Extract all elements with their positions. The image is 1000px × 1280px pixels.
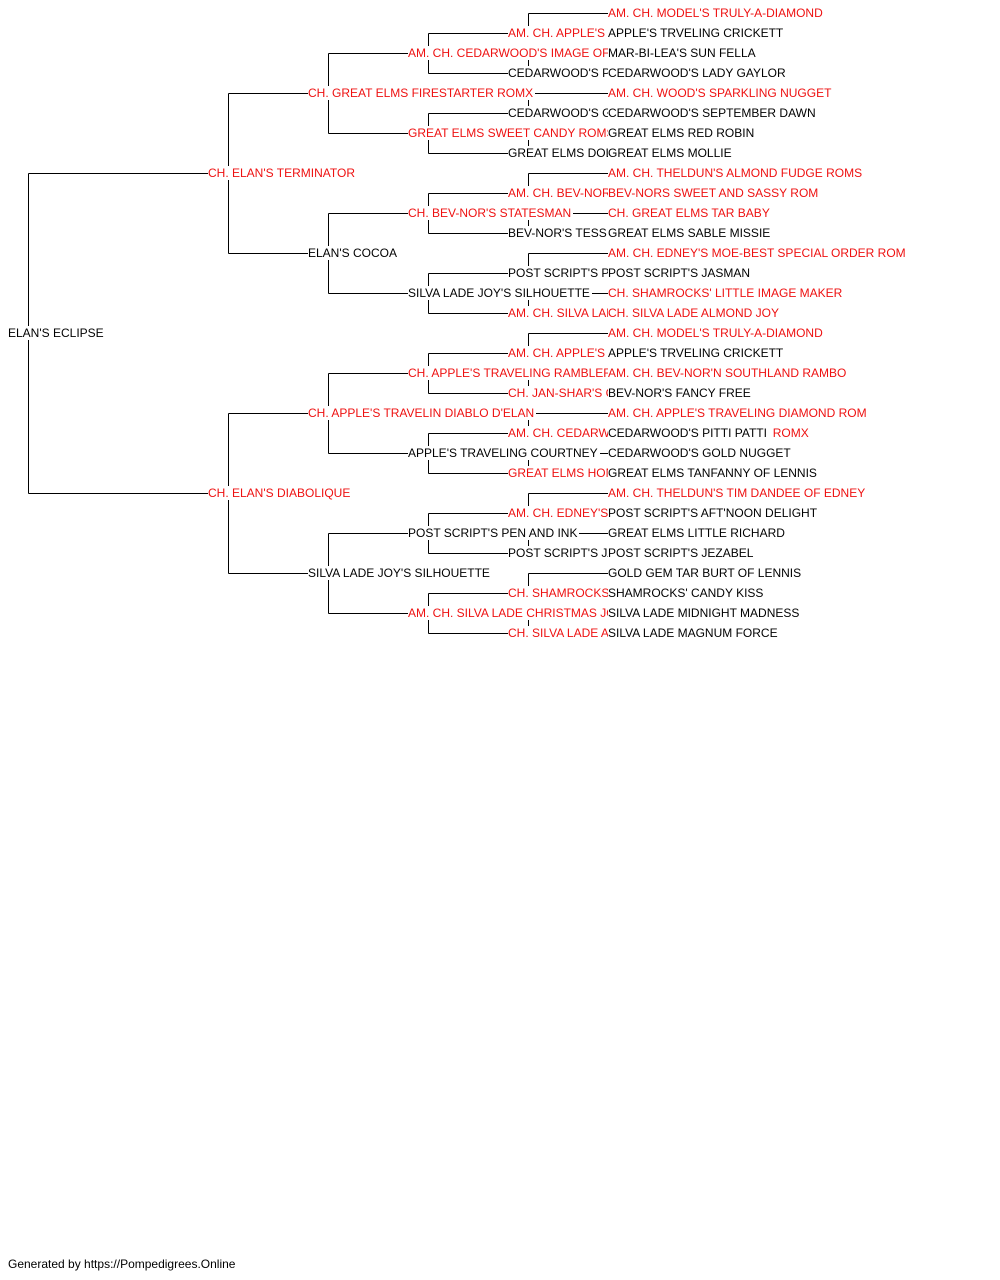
ancestor-name-gen2[interactable]: CH. GREAT ELMS FIRESTARTER ROMX bbox=[308, 86, 536, 100]
ancestor-name-gen5[interactable]: AM. CH. THELDUN'S ALMOND FUDGE ROMS bbox=[608, 166, 865, 180]
ancestor-name-gen5[interactable]: CEDARWOOD'S GOLD NUGGET bbox=[608, 446, 793, 460]
ancestor-name-gen3[interactable]: CH. BEV-NOR'S STATESMAN bbox=[408, 206, 574, 220]
ancestor-name-gen5[interactable]: APPLE'S TRVELING CRICKETT bbox=[608, 26, 786, 40]
ancestor-name-gen5[interactable]: AM. CH. EDNEY'S MOE-BEST SPECIAL ORDER R… bbox=[608, 246, 908, 260]
ancestor-name-gen5[interactable]: BEV-NORS SWEET AND SASSY ROM bbox=[608, 186, 821, 200]
ancestor-name-gen2[interactable]: CH. APPLE'S TRAVELIN DIABLO D'ELAN bbox=[308, 406, 537, 420]
ancestor-name-gen3[interactable]: GREAT ELMS SWEET CANDY ROMS bbox=[408, 126, 617, 140]
ancestor-name-gen3[interactable]: AM. CH. SILVA LADE CHRISTMAS JOY bbox=[408, 606, 626, 620]
ancestor-name-gen5[interactable]: APPLE'S TRVELING CRICKETT bbox=[608, 346, 786, 360]
ancestor-name-gen5[interactable]: POST SCRIPT'S JEZABEL bbox=[608, 546, 756, 560]
ancestor-name-gen5[interactable]: POST SCRIPT'S JASMAN bbox=[608, 266, 753, 280]
ancestor-name-gen1[interactable]: CH. ELAN'S DIABOLIQUE bbox=[208, 486, 353, 500]
ancestor-name-gen5[interactable]: CEDARWOOD'S PITTI PATTI bbox=[608, 426, 769, 440]
ancestor-name-gen5[interactable]: AM. CH. WOOD'S SPARKLING NUGGET bbox=[608, 86, 834, 100]
ancestor-name-gen5[interactable]: SHAMROCKS' CANDY KISS bbox=[608, 586, 766, 600]
ancestor-name-gen2[interactable]: ELAN'S COCOA bbox=[308, 246, 399, 260]
ancestor-name-gen5[interactable]: CEDARWOOD'S LADY GAYLOR bbox=[608, 66, 788, 80]
ancestor-name-gen5[interactable]: CH. GREAT ELMS TAR BABY bbox=[608, 206, 772, 220]
ancestor-name-gen3[interactable]: POST SCRIPT'S PEN AND INK bbox=[408, 526, 580, 540]
ancestor-name-gen5[interactable]: GREAT ELMS TANFANNY OF LENNIS bbox=[608, 466, 819, 480]
ancestor-name-gen5[interactable]: AM. CH. MODEL'S TRULY-A-DIAMOND bbox=[608, 326, 825, 340]
ancestor-name-gen5[interactable]: CH. SILVA LADE ALMOND JOY bbox=[608, 306, 781, 320]
ancestor-name-gen4[interactable]: GREAT ELMS DOLLY bbox=[508, 146, 629, 160]
ancestor-name-gen5[interactable]: AM. CH. MODEL'S TRULY-A-DIAMOND bbox=[608, 6, 825, 20]
ancestor-name-gen5[interactable]: AM. CH. APPLE'S TRAVELING DIAMOND ROM bbox=[608, 406, 869, 420]
ancestor-name-gen5[interactable]: GREAT ELMS RED ROBIN bbox=[608, 126, 757, 140]
ancestor-name-gen5[interactable]: SILVA LADE MAGNUM FORCE bbox=[608, 626, 780, 640]
ancestor-name-gen5[interactable]: POST SCRIPT'S AFT'NOON DELIGHT bbox=[608, 506, 820, 520]
ancestor-name-gen5[interactable]: SILVA LADE MIDNIGHT MADNESS bbox=[608, 606, 802, 620]
ancestor-name-gen5[interactable]: BEV-NOR'S FANCY FREE bbox=[608, 386, 753, 400]
ancestor-name-gen5[interactable]: CEDARWOOD'S SEPTEMBER DAWN bbox=[608, 106, 818, 120]
ancestor-name-gen5[interactable]: GREAT ELMS MOLLIE bbox=[608, 146, 734, 160]
ancestor-name-gen5[interactable]: MAR-BI-LEA'S SUN FELLA bbox=[608, 46, 758, 60]
ancestor-name-gen5[interactable]: CH. SHAMROCKS' LITTLE IMAGE MAKER bbox=[608, 286, 845, 300]
ancestor-name-gen2[interactable]: SILVA LADE JOY'S SILHOUETTE bbox=[308, 566, 492, 580]
ancestor-name-gen1[interactable]: CH. ELAN'S TERMINATOR bbox=[208, 166, 357, 180]
ancestor-name-gen5[interactable]: GREAT ELMS LITTLE RICHARD bbox=[608, 526, 787, 540]
ancestor-name-gen5[interactable]: AM. CH. BEV-NOR'N SOUTHLAND RAMBO bbox=[608, 366, 849, 380]
ancestor-name-gen3[interactable]: SILVA LADE JOY'S SILHOUETTE bbox=[408, 286, 592, 300]
subject-dog-name[interactable]: ELAN'S ECLIPSE bbox=[8, 326, 106, 340]
ancestor-name-gen3[interactable]: CH. APPLE'S TRAVELING RAMBLER ROM bbox=[408, 366, 646, 380]
ancestor-name-gen5[interactable]: GREAT ELMS SABLE MISSIE bbox=[608, 226, 773, 240]
ancestor-name-gen3[interactable]: APPLE'S TRAVELING COURTNEY bbox=[408, 446, 600, 460]
ancestor-name-gen5[interactable]: AM. CH. THELDUN'S TIM DANDEE OF EDNEY bbox=[608, 486, 868, 500]
ancestor-name-gen4[interactable]: BEV-NOR'S TESS bbox=[508, 226, 609, 240]
generated-by-footer: Generated by https://Pompedigrees.Online bbox=[8, 1257, 236, 1271]
ancestor-name-gen5[interactable]: GOLD GEM TAR BURT OF LENNIS bbox=[608, 566, 804, 580]
